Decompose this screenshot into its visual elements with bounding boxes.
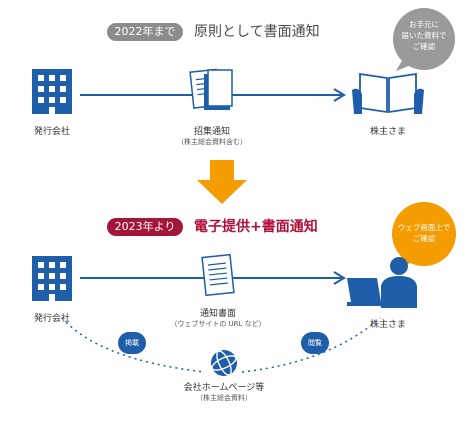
documents-icon <box>189 68 233 110</box>
open-book-icon <box>352 72 424 114</box>
person-laptop-icon <box>347 257 417 308</box>
badge-2023: 2023年より <box>107 218 183 236</box>
document-sublabel: （株主総会資料含む） <box>177 138 247 146</box>
building-icon <box>32 256 72 301</box>
shareholder-label: 株主さま <box>369 320 406 330</box>
post-badge: 掲載 <box>118 332 146 354</box>
shareholder-label: 株主さま <box>369 127 406 137</box>
document-label: 通知書面 <box>199 309 236 319</box>
company-label: 発行会社 <box>33 314 70 324</box>
heading-electronic-notice: 電子提供+書面通知 <box>194 219 318 235</box>
document-icon <box>201 253 235 297</box>
website-sublabel: （株主総会資料） <box>196 394 252 402</box>
bubble-line: お手元に <box>409 20 439 29</box>
badge-2022: 2022年まで <box>107 23 183 41</box>
speech-bubble-gray <box>393 8 455 71</box>
document-sublabel: （ウェブサイトの URL など） <box>170 320 266 328</box>
view-badge: 閲覧 <box>301 332 329 354</box>
speech-bubble-gray-text: お手元に 届いた資料で ご確認 <box>395 19 453 52</box>
website-label: 会社ホームページ等 <box>183 383 265 393</box>
bubble-line: ウェブ画面上で <box>397 223 451 232</box>
building-icon <box>32 69 72 114</box>
bubble-line: 届いた資料で <box>401 31 447 40</box>
speech-bubble-orange-text: ウェブ画面上で ご確認 <box>392 222 456 244</box>
bubble-line: ご確認 <box>412 234 436 243</box>
globe-icon <box>211 350 237 376</box>
down-arrow-icon <box>197 160 247 204</box>
company-label: 発行会社 <box>33 127 70 137</box>
document-label: 招集通知 <box>193 127 230 137</box>
bubble-line: ご確認 <box>412 42 436 51</box>
heading-paper-notice: 原則として書面通知 <box>194 24 320 40</box>
